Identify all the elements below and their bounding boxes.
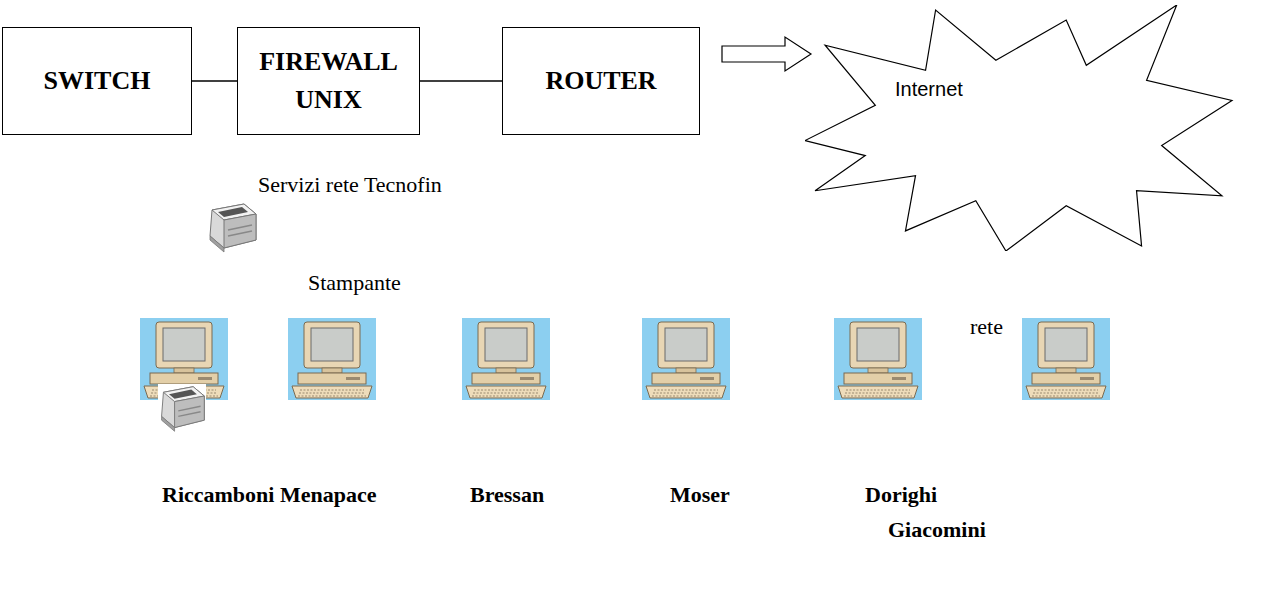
user-name: Moser [670,482,730,508]
node-text: ROUTER [545,62,656,100]
node-text: Internet [895,78,963,101]
user-name: Menapace [280,482,377,508]
router-box: ROUTER [502,27,700,135]
printer-label: Stampante [308,270,401,296]
network-label: rete [970,314,1003,340]
internet-cloud: Internet [805,5,1237,251]
starburst-outline [805,5,1237,251]
node-text: FIREWALL UNIX [248,43,409,118]
switch-box: SWITCH [2,27,192,135]
user-name: Dorighi [865,482,937,508]
user-name: Riccamboni [162,482,274,508]
user-name: Giacomini [888,517,986,543]
firewall-box: FIREWALL UNIX [237,27,420,135]
block-arrow [722,37,811,71]
section-label: Servizi rete Tecnofin [258,172,442,198]
node-text: SWITCH [44,62,151,100]
link-line [192,81,237,82]
link-line [420,81,502,82]
user-name: Bressan [470,482,544,508]
